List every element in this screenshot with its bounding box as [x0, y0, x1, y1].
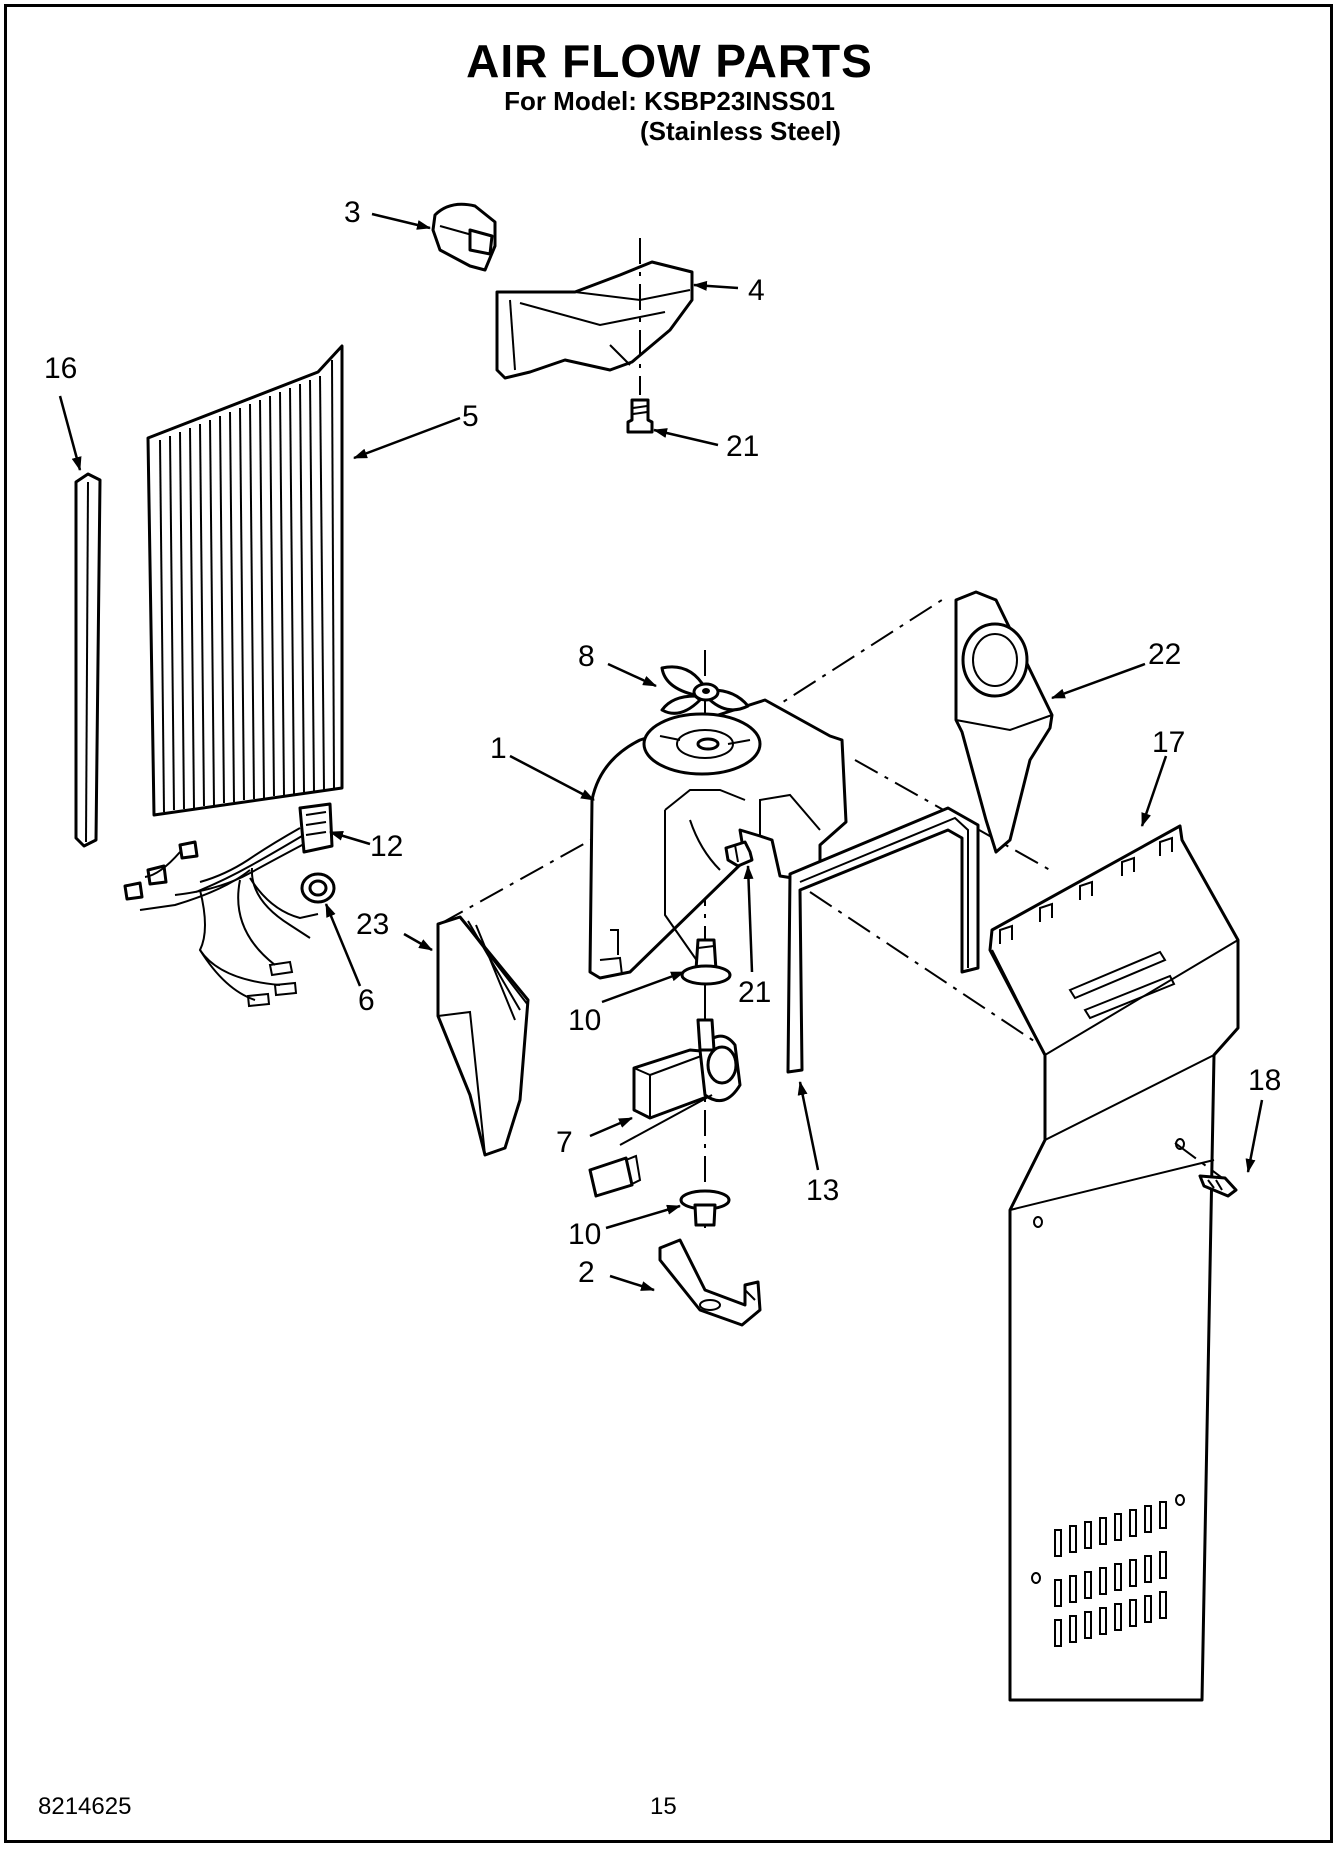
part-17-rear-duct-panel: [988, 824, 1240, 1702]
part-1-fan-shroud: [588, 698, 848, 980]
part-21-screw-top: [626, 398, 654, 434]
callout-5: 5: [462, 400, 479, 433]
callout-10-upper: 10: [568, 1004, 601, 1037]
callout-22: 22: [1148, 638, 1181, 671]
finish-line: (Stainless Steel): [640, 116, 841, 146]
part-5-evaporator-cover: [146, 344, 344, 817]
part-4-air-duct: [495, 238, 694, 395]
page-number: 15: [650, 1793, 677, 1820]
part-6-grommet: [300, 872, 336, 904]
part-13-u-gasket: [786, 806, 980, 1074]
part-23-side-insulation-left: [436, 915, 530, 1157]
callout-23: 23: [356, 908, 389, 941]
part-7-fan-motor: [588, 985, 742, 1198]
callout-18: 18: [1248, 1064, 1281, 1097]
part-16-gasket-strip: [74, 472, 102, 848]
callout-6: 6: [358, 984, 375, 1017]
callout-16: 16: [44, 352, 77, 385]
part-3-damper-cap: [431, 202, 497, 272]
callout-21-top: 21: [726, 430, 759, 463]
callout-13: 13: [806, 1174, 839, 1207]
callout-17: 17: [1152, 726, 1185, 759]
callout-2: 2: [578, 1256, 595, 1289]
callout-7: 7: [556, 1126, 573, 1159]
callout-12: 12: [370, 830, 403, 863]
callout-8: 8: [578, 640, 595, 673]
part-8-fan-blade: [660, 665, 750, 715]
part-21-screw-middle: [724, 840, 754, 868]
model-line: For Model: KSBP23INSS01: [504, 86, 835, 116]
callout-1: 1: [490, 732, 507, 765]
page-title: AIR FLOW PARTS: [466, 35, 873, 87]
document-number: 8214625: [38, 1793, 132, 1820]
callout-10-lower: 10: [568, 1218, 601, 1251]
callout-4: 4: [748, 274, 765, 307]
callout-3: 3: [344, 196, 361, 229]
callout-21-middle: 21: [738, 976, 771, 1009]
part-18-screw: [1174, 1142, 1238, 1198]
vent-slots: [1054, 1501, 1167, 1647]
part-10-motor-mount-upper: [680, 938, 732, 986]
page-border: [4, 4, 1333, 1843]
part-12-wire-harness: [123, 802, 334, 1008]
part-2-motor-bracket: [658, 1238, 762, 1327]
part-10-motor-mount-lower: [679, 1189, 731, 1227]
part-22-side-insulation-right: [954, 590, 1054, 854]
